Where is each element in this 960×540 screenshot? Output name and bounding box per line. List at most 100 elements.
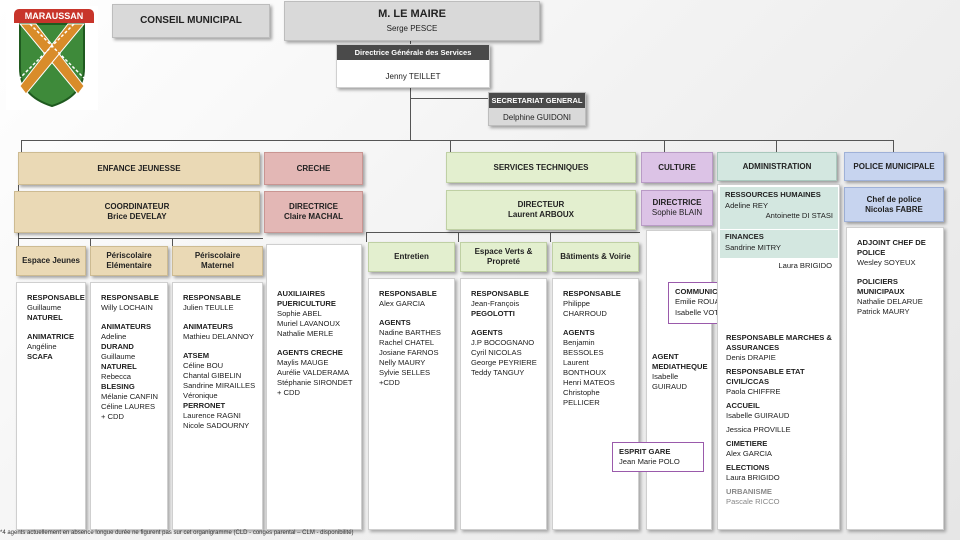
connector-line	[18, 238, 263, 239]
spacer	[471, 319, 540, 328]
dept-services: SERVICES TECHNIQUES	[446, 152, 636, 183]
staff-name: Angéline	[27, 342, 57, 352]
spacer	[857, 268, 937, 277]
role-heading: RESPONSABLE	[183, 293, 241, 302]
staff-name: Guillaume	[27, 303, 62, 313]
staff-name: Josiane FARNOS	[379, 348, 439, 358]
dept-creche-label: CRECHE	[296, 163, 331, 173]
secretariat-title: SECRETARIAT GENERAL	[489, 93, 585, 109]
role-heading: AGENTS	[471, 328, 503, 338]
sub-espace-jeunes-label: Espace Jeunes	[22, 256, 80, 265]
connector-line	[21, 140, 22, 152]
dept-creche: CRECHE	[264, 152, 363, 185]
mayor-title: M. LE MAIRE	[378, 7, 446, 20]
staff-name: Christophe PELLICER	[563, 388, 600, 408]
staff-name: Mathieu DELANNOY	[183, 332, 254, 342]
staff-name: Muriel LAVANOUX	[277, 319, 341, 329]
connector-line	[410, 110, 411, 140]
admin-staff-name: Jessica PROVILLE	[726, 425, 791, 435]
staff-name: Céline LAURES	[101, 402, 156, 412]
admin-rh-block: RESSOURCES HUMAINES Adeline REY Antoinet…	[720, 187, 838, 229]
dept-police: POLICE MUNICIPALE	[844, 152, 944, 181]
staff-name: Rachel CHATEL	[379, 338, 435, 348]
role-heading: PUERICULTURE	[277, 299, 336, 309]
mediatheque-title2: MEDIATHEQUE	[652, 362, 708, 372]
staff-name: Patrick MAURY	[857, 307, 910, 317]
spacer	[379, 309, 448, 318]
role-heading: AGENTS	[379, 318, 411, 328]
staff-name: Nadine BARTHES	[379, 328, 441, 338]
role-heading: RESPONSABLE	[563, 289, 621, 298]
town-logo: MARAUSSAN	[6, 6, 98, 110]
sub-peri-elem-label: Périscolaire Elémentaire	[106, 251, 152, 270]
admin-staff-name: Isabelle GUIRAUD	[726, 411, 790, 421]
communication-name-2: Isabelle VOTOVIC	[675, 307, 738, 317]
admin-staff-name: Alex GARCIA	[726, 449, 772, 459]
role-heading: RESPONSABLE	[471, 289, 529, 298]
role-heading: POLICIERS	[857, 277, 898, 287]
mediatheque-block: AGENT MEDIATHEQUE Isabelle GUIRAUD	[652, 352, 712, 392]
creche-director-name: Claire MACHAL	[283, 212, 344, 221]
admin-finances-name2: Laura BRIGIDO	[778, 261, 832, 270]
role-heading: ANIMATRICE	[27, 332, 75, 342]
role-heading: ANIMATEURS	[183, 322, 234, 332]
staff-name: Nathalie MERLE	[277, 329, 334, 339]
esprit-gare-box: ESPRIT GARE Jean Marie POLO	[612, 442, 704, 472]
spacer	[563, 319, 632, 328]
connector-line	[550, 232, 551, 242]
staff-name: + CDD	[101, 412, 124, 422]
dept-admin-label: ADMINISTRATION	[742, 161, 812, 171]
role-heading: SCAFA	[27, 352, 53, 362]
role-heading: RESPONSABLE	[27, 293, 85, 302]
admin-role-title: ELECTIONS	[726, 463, 770, 473]
staff-name: +CDD	[379, 378, 400, 388]
admin-staff-name: Laura BRIGIDO	[726, 473, 780, 483]
staff-name: Wesley SOYEUX	[857, 258, 916, 268]
staff-name: Guillaume	[101, 352, 136, 362]
admin-role-title: RESPONSABLE MARCHES &	[726, 333, 832, 342]
police-chief-box: Chef de police Nicolas FABRE	[844, 187, 944, 222]
police-chief-name: Nicolas FABRE	[865, 204, 923, 214]
admin-staff-name: Paola CHIFFRE	[726, 387, 781, 397]
admin-role-title: CIMETIERE	[726, 439, 768, 449]
footnote: *4 agents actuellement en absence longue…	[0, 530, 354, 536]
coat-of-arms-icon	[18, 23, 86, 108]
dept-services-label: SERVICES TECHNIQUES	[493, 162, 589, 172]
admin-role-title: ACCUEIL	[726, 401, 760, 411]
role-heading: NATUREL	[101, 362, 137, 372]
admin-finances-name1: Sandrine MITRY	[725, 242, 781, 252]
dgs-name: Jenny TEILLET	[385, 72, 441, 82]
staff-name: Maylis MAUGE	[277, 358, 329, 368]
admin-role-title: CIVIL/CCAS	[726, 377, 770, 387]
dgs-title: Directrice Générale des Services	[337, 45, 489, 61]
mayor-box: M. LE MAIRE Serge PESCE	[284, 1, 540, 41]
dept-enfance-label: ENFANCE JEUNESSE	[97, 163, 181, 173]
spacer	[27, 323, 79, 332]
admin-finances-title: FINANCES	[725, 232, 764, 241]
staff-name: Cyril NICOLAS	[471, 348, 522, 358]
st-director-name: Laurent ARBOUX	[508, 210, 574, 219]
sub-entretien-label: Entretien	[394, 252, 429, 261]
admin-rh-name1: Adeline REY	[725, 200, 769, 210]
secretariat-box: SECRETARIAT GENERAL Delphine GUIDONI	[488, 92, 586, 126]
admin-role-title: ASSURANCES	[726, 343, 780, 353]
mediatheque-name2: GUIRAUD	[652, 382, 688, 392]
st-director-box: DIRECTEUR Laurent ARBOUX	[446, 190, 636, 230]
staff-name: Jean-François	[471, 299, 520, 309]
sub-batiments: Bâtiments & Voirie	[552, 242, 639, 272]
role-heading: NATUREL	[27, 313, 63, 323]
role-heading: POLICE	[857, 248, 886, 258]
role-heading: AGENTS	[563, 328, 595, 338]
admin-role-title: RESPONSABLE ETAT	[726, 367, 805, 377]
staff-name: Sophie ABEL	[277, 309, 322, 319]
staff-name: Teddy TANGUY	[471, 368, 525, 378]
sub-batiments-label: Bâtiments & Voirie	[560, 252, 631, 261]
role-heading: RESPONSABLE	[101, 293, 159, 302]
council-label: CONSEIL MUNICIPAL	[140, 14, 242, 26]
role-heading: PEGOLOTTI	[471, 309, 515, 319]
st-director-title: DIRECTEUR	[517, 200, 565, 209]
connector-line	[664, 140, 665, 152]
